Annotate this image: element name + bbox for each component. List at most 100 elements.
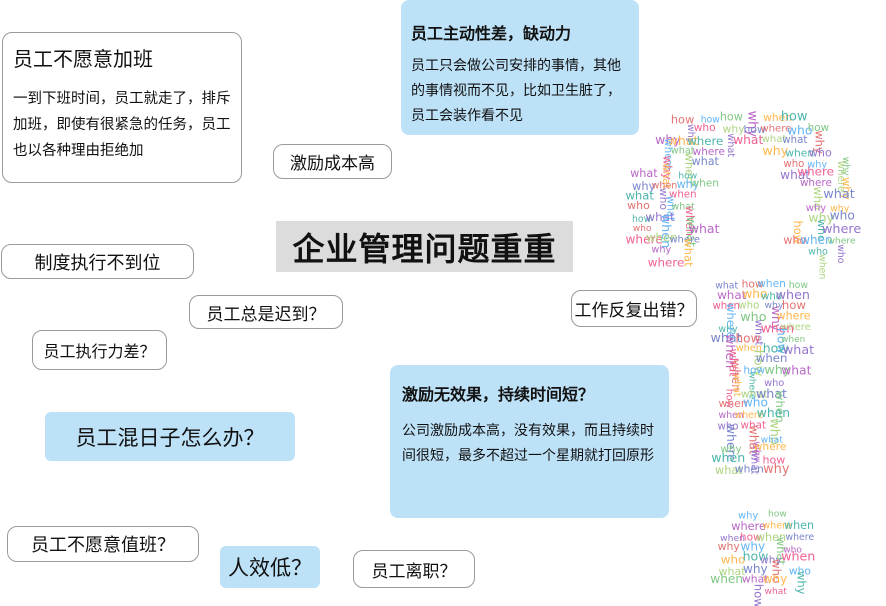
- pill-repeated-errors: 工作反复出错？: [571, 290, 697, 327]
- word-cloud-word: when: [712, 301, 740, 312]
- word-cloud-word: where: [669, 235, 700, 246]
- word-cloud-word: why: [740, 539, 765, 553]
- word-cloud-word: why: [751, 441, 763, 462]
- word-cloud-word: how: [701, 115, 721, 126]
- word-cloud-word: when: [711, 450, 745, 465]
- word-cloud-word: what: [761, 436, 784, 446]
- word-cloud-word: how: [743, 549, 769, 564]
- word-cloud-word: when: [756, 531, 786, 544]
- card-title: 员工主动性差，缺动力: [411, 24, 572, 43]
- word-cloud-word: what: [741, 388, 769, 401]
- word-cloud-word: when: [729, 360, 743, 392]
- word-cloud-word: what: [660, 163, 672, 189]
- pill-low-efficiency-label: 人效低？: [228, 556, 312, 580]
- word-cloud-word: why: [738, 511, 758, 522]
- word-cloud-word: how: [775, 328, 790, 354]
- pill-low-efficiency: 人效低？: [220, 546, 320, 588]
- word-cloud-word: when: [784, 519, 814, 532]
- word-cloud-word: how: [781, 110, 808, 125]
- word-cloud-word: when: [719, 397, 748, 410]
- word-cloud-word: where: [777, 309, 811, 322]
- word-cloud-word: when: [761, 322, 794, 336]
- word-cloud-word: where: [800, 177, 832, 189]
- word-cloud-word: what: [774, 537, 788, 566]
- word-cloud-word: what: [671, 145, 695, 156]
- word-cloud-word: why: [762, 143, 788, 158]
- word-cloud-word: where: [724, 303, 738, 339]
- word-cloud-word: where: [693, 146, 725, 158]
- word-cloud-word: why: [718, 540, 741, 553]
- word-cloud-word: why: [808, 210, 834, 225]
- word-cloud-word: why: [812, 130, 826, 154]
- word-cloud-word: why: [765, 300, 784, 311]
- word-cloud-word: who: [783, 234, 806, 247]
- word-cloud-word: why: [763, 572, 788, 586]
- word-cloud-word: when: [781, 549, 815, 564]
- word-cloud-word: how: [768, 509, 787, 519]
- word-cloud-word: who: [740, 309, 766, 324]
- word-cloud-word: how: [720, 111, 743, 124]
- word-cloud-word: who: [742, 287, 767, 301]
- word-cloud-word: how: [763, 454, 786, 467]
- word-cloud-word: why: [806, 203, 827, 214]
- word-cloud-word: who: [835, 244, 846, 263]
- word-cloud-word: what: [781, 364, 811, 378]
- word-cloud-word: what: [747, 425, 761, 455]
- word-cloud-word: where: [754, 440, 787, 453]
- word-cloud-word: how: [791, 221, 805, 245]
- word-cloud-word: what: [783, 342, 814, 357]
- word-cloud-word: who: [743, 395, 768, 409]
- word-cloud-word: what: [741, 419, 767, 431]
- word-cloud-word: what: [765, 587, 788, 597]
- page-title: 企业管理问题重重: [276, 221, 573, 272]
- card-title: 员工不愿意加班: [13, 47, 153, 71]
- word-cloud-word: what: [684, 216, 699, 247]
- word-cloud-word: what: [731, 374, 742, 397]
- word-cloud-word: what: [742, 573, 769, 586]
- word-cloud-word: what: [725, 133, 736, 157]
- word-cloud-word: where: [781, 322, 811, 333]
- word-cloud-word: when: [723, 334, 738, 368]
- word-cloud-word: who: [657, 188, 670, 211]
- word-cloud-word: who: [808, 247, 828, 258]
- word-cloud-word: when: [773, 391, 787, 423]
- word-cloud-word: what: [668, 133, 699, 148]
- word-cloud-word: who: [809, 147, 832, 160]
- word-cloud-word: who: [761, 291, 782, 302]
- word-cloud-word: why: [840, 177, 853, 200]
- word-cloud-word: how: [751, 584, 765, 606]
- word-cloud-word: why: [651, 245, 671, 256]
- word-cloud-word: what: [748, 449, 760, 474]
- word-cloud-word: when: [757, 406, 790, 420]
- word-cloud-word: how: [789, 280, 809, 291]
- word-cloud-word: who: [783, 159, 804, 170]
- word-cloud-word: what: [672, 201, 696, 212]
- word-cloud-word: where: [786, 532, 815, 543]
- word-cloud-word: where: [797, 165, 834, 179]
- word-cloud-word: where: [747, 371, 758, 400]
- word-cloud-word: how: [742, 278, 764, 291]
- word-cloud-word: why: [760, 555, 781, 567]
- word-cloud-word: what: [780, 168, 810, 182]
- word-cloud-word: how: [678, 171, 697, 181]
- word-cloud-word: where: [724, 424, 739, 462]
- word-cloud-word: how: [723, 389, 734, 409]
- word-cloud-word: when: [683, 206, 696, 236]
- word-cloud-word: how: [763, 340, 789, 355]
- word-cloud-word: why: [744, 111, 759, 138]
- word-cloud-word: where: [626, 232, 663, 246]
- card-not-willing-overtime: 员工不愿意加班 一到下班时间，员工就走了，排斥加班，即使有很紧急的任务，员工也以…: [2, 32, 242, 183]
- word-cloud-word: what: [665, 196, 677, 222]
- word-cloud-word: how: [671, 113, 695, 127]
- word-cloud-word: why: [743, 562, 768, 576]
- word-cloud-word: what: [625, 188, 654, 202]
- card-body: 员工只会做公司安排的事情，其他的事情视而不见，比如卫生脏了，员工会装作看不见: [411, 58, 621, 124]
- pill-always-late: 员工总是迟到？: [189, 295, 343, 329]
- word-cloud-word: when: [691, 178, 719, 190]
- pill-not-willing-duty: 员工不愿意值班？: [7, 526, 199, 562]
- word-cloud-word: where: [762, 521, 791, 532]
- word-cloud-word: how: [782, 298, 807, 312]
- word-cloud-word: what: [782, 135, 807, 146]
- word-cloud-word: why: [763, 462, 790, 477]
